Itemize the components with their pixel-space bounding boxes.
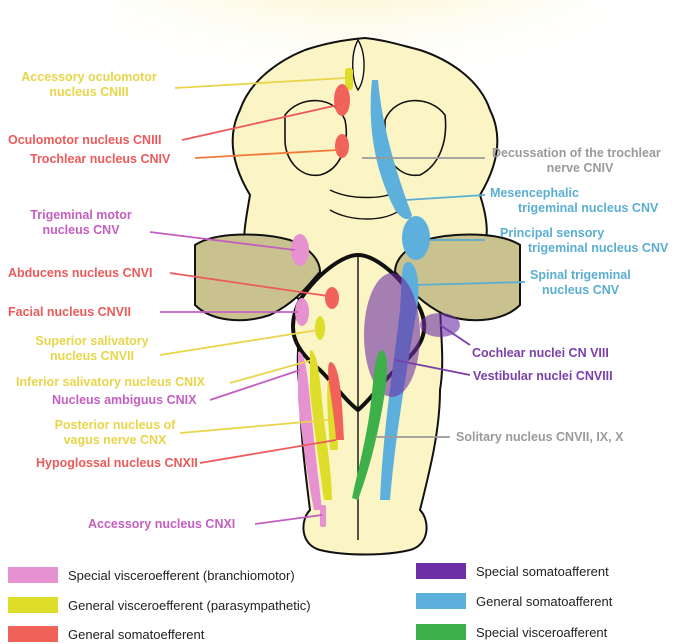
- label-line: Decussation of the trochlear: [492, 146, 661, 160]
- label-line: nerve CNIV: [546, 161, 614, 175]
- leader-superior-salivatory: [159, 329, 319, 356]
- label-oculomotor: Oculomotor nucleus CNIII: [8, 133, 162, 147]
- legend-label: General somatoefferent: [68, 626, 205, 642]
- legend-label: General visceroefferent (parasympathetic…: [68, 597, 311, 613]
- leader-mesencephalic: [404, 194, 486, 201]
- label-trigeminal-motor: Trigeminal motor nucleus CNV: [6, 208, 156, 238]
- leader-hypoglossal: [199, 439, 337, 464]
- inferior-salivatory-nucleus: [310, 350, 332, 500]
- label-abducens: Abducens nucleus CNVI: [8, 266, 153, 280]
- label-vestibular: Vestibular nuclei CNVIII: [473, 369, 613, 383]
- label-line: Principal sensory: [500, 226, 605, 240]
- leader-trigeminal-motor: [149, 231, 296, 251]
- pons-right: [393, 233, 521, 322]
- solitary-nucleus: [352, 350, 388, 500]
- legend-swatch: [416, 624, 466, 640]
- label-line: Trigeminal motor: [30, 208, 132, 222]
- leader-ambiguus: [209, 369, 301, 401]
- legend-label: Special visceroefferent (branchiomotor): [68, 567, 295, 583]
- pons-left: [194, 233, 322, 322]
- leader-cochlear: [439, 324, 471, 346]
- label-line: trigeminal nucleus CNV: [518, 201, 659, 215]
- legend-item-branchiomotor: Special visceroefferent (branchiomotor): [8, 567, 295, 583]
- leader-lines: [149, 77, 526, 525]
- leader-posterior-vagus: [179, 419, 329, 434]
- legend-label: General somatoafferent: [476, 593, 613, 609]
- legend-swatch: [8, 626, 58, 642]
- leader-oculomotor: [181, 104, 339, 141]
- label-principal-sensory: Principal sensory trigeminal nucleus CNV: [488, 226, 668, 256]
- label-accessory: Accessory nucleus CNXI: [88, 517, 236, 531]
- leader-accessory: [254, 514, 323, 525]
- legend-swatch: [416, 563, 466, 579]
- principal-sensory-nucleus: [402, 216, 430, 260]
- label-posterior-vagus: Posterior nucleus of vagus nerve CNX: [40, 418, 190, 448]
- label-inferior-salivatory: Inferior salivatory nucleus CNIX: [16, 375, 205, 389]
- label-mesencephalic: Mesencephalic trigeminal nucleus CNV: [490, 186, 658, 216]
- mesencephalic-trigeminal-nucleus: [370, 80, 412, 220]
- legend-label: Special somatoafferent: [476, 563, 609, 579]
- label-hypoglossal: Hypoglossal nucleus CNXII: [36, 456, 198, 470]
- midline-notch: [352, 38, 365, 92]
- label-superior-salivatory: Superior salivatory nucleus CNVII: [12, 334, 172, 364]
- legend-swatch: [8, 597, 58, 613]
- legend-item-somatoefferent: General somatoefferent: [8, 626, 204, 642]
- nucleus-ambiguus: [298, 351, 322, 510]
- label-line: trigeminal nucleus CNV: [528, 241, 669, 255]
- label-line: Accessory oculomotor: [21, 70, 157, 84]
- posterior-vagus-nucleus: [327, 380, 338, 450]
- leader-abducens: [169, 272, 329, 297]
- legend-item-general-somatoafferent: General somatoafferent: [416, 593, 612, 609]
- facial-nucleus: [295, 298, 309, 326]
- label-solitary: Solitary nucleus CNVII, IX, X: [456, 430, 624, 444]
- leader-vestibular: [394, 359, 471, 376]
- label-line: nucleus CNV: [42, 223, 120, 237]
- label-line: Spinal trigeminal: [530, 268, 631, 282]
- leader-trochlear: [194, 149, 339, 159]
- legend-swatch: [8, 567, 58, 583]
- label-ambiguus: Nucleus ambiguus CNIX: [52, 393, 197, 407]
- accessory-nucleus: [320, 505, 326, 527]
- label-decussation: Decussation of the trochlear nerve CNIV: [492, 146, 668, 176]
- trigeminal-motor-nucleus: [291, 234, 309, 266]
- superior-salivatory-nucleus: [315, 316, 325, 340]
- label-trochlear: Trochlear nucleus CNIV: [30, 152, 171, 166]
- label-accessory-oculomotor: Accessory oculomotor nucleus CNIII: [0, 70, 178, 100]
- leader-spinal-trigeminal: [414, 281, 526, 286]
- label-line: Superior salivatory: [35, 334, 149, 348]
- legend-item-special-visceroafferent: Special visceroafferent: [416, 624, 607, 640]
- label-cochlear: Cochlear nuclei CN VIII: [472, 346, 609, 360]
- label-line: Mesencephalic: [490, 186, 579, 200]
- hypoglossal-nucleus: [328, 362, 344, 440]
- label-line: Posterior nucleus of: [54, 418, 176, 432]
- legend-label: Special visceroafferent: [476, 624, 608, 640]
- leader-inferior-salivatory: [229, 359, 313, 384]
- vestibular-nuclei: [364, 273, 420, 397]
- label-facial: Facial nucleus CNVII: [8, 305, 131, 319]
- legend-swatch: [416, 593, 466, 609]
- label-line: nucleus CNIII: [49, 85, 129, 99]
- label-line: nucleus CNV: [542, 283, 620, 297]
- oculomotor-nucleus: [334, 84, 350, 116]
- leader-accessory-oculomotor: [174, 77, 347, 89]
- label-line: nucleus CNVII: [49, 349, 135, 363]
- accessory-oculomotor-nucleus: [345, 68, 353, 90]
- label-line: vagus nerve CNX: [63, 433, 167, 447]
- legend-item-special-somatoafferent: Special somatoafferent: [416, 563, 609, 579]
- legend-item-parasympathetic: General visceroefferent (parasympathetic…: [8, 597, 311, 613]
- abducens-nucleus: [325, 287, 339, 309]
- trochlear-nucleus: [335, 134, 349, 158]
- label-spinal-trigeminal: Spinal trigeminal nucleus CNV: [530, 268, 631, 298]
